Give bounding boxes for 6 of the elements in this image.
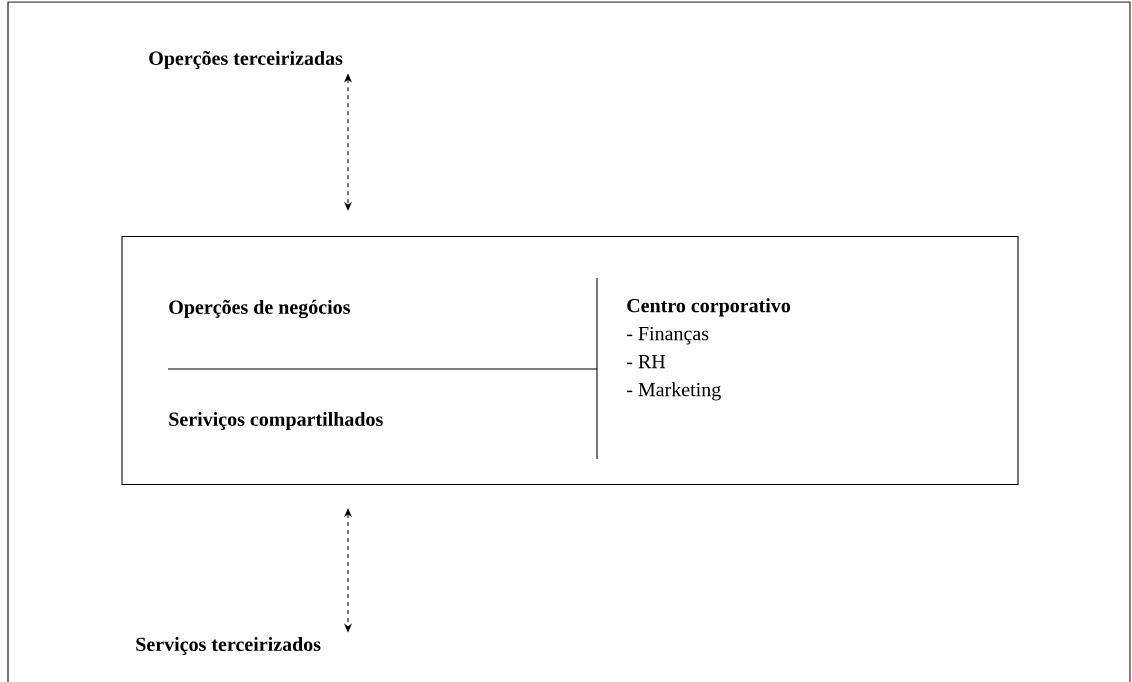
label-text: Operções de negócios bbox=[169, 299, 350, 319]
heading-with-list: Centro corporativo - Finanças - RH - Marketing bbox=[627, 298, 791, 401]
outer-box bbox=[121, 235, 1019, 486]
label-text: Operções terceirizadas bbox=[149, 50, 343, 70]
label-text: Serviços terceirizados bbox=[136, 637, 321, 655]
label-text: Seriviços compartilhados bbox=[169, 411, 383, 431]
